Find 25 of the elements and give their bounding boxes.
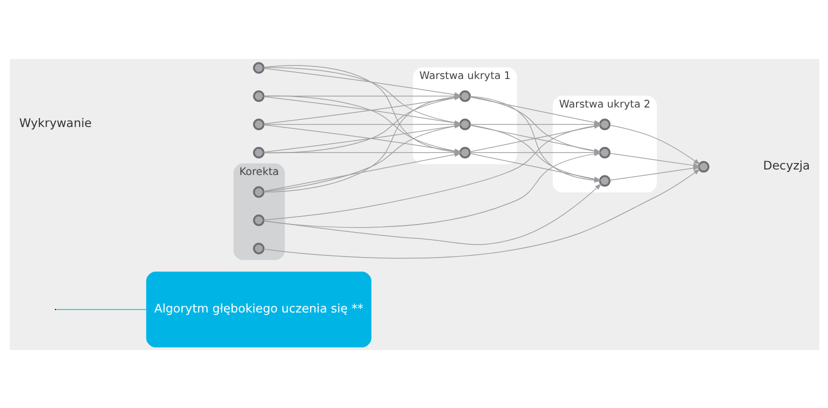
cluster: Warstwa ukryta 1 bbox=[412, 67, 517, 164]
label: Decyzja bbox=[762, 158, 810, 172]
cluster: Warstwa ukryta 2 bbox=[552, 95, 656, 192]
node-circle bbox=[697, 160, 709, 172]
arrow bbox=[608, 152, 700, 168]
node-circle bbox=[458, 90, 470, 102]
cluster: Korekta bbox=[233, 162, 284, 260]
node-circle bbox=[458, 118, 470, 130]
node-circle bbox=[252, 186, 264, 198]
node-circle bbox=[598, 118, 610, 130]
node-circle bbox=[598, 174, 610, 186]
arrow bbox=[262, 182, 602, 244]
connector bbox=[55, 308, 146, 310]
node-circle bbox=[598, 146, 610, 158]
arrow bbox=[608, 124, 700, 164]
label: Wykrywanie bbox=[18, 116, 92, 130]
node-circle bbox=[252, 146, 264, 158]
node-box: Algorytm głębokiego uczenia się ** bbox=[146, 271, 371, 347]
arrow bbox=[262, 168, 700, 258]
node-circle bbox=[458, 146, 470, 158]
node-circle bbox=[252, 214, 264, 226]
node-circle bbox=[252, 118, 264, 130]
node-circle bbox=[252, 242, 264, 254]
node-circle bbox=[252, 90, 264, 102]
node-circle bbox=[252, 62, 264, 74]
